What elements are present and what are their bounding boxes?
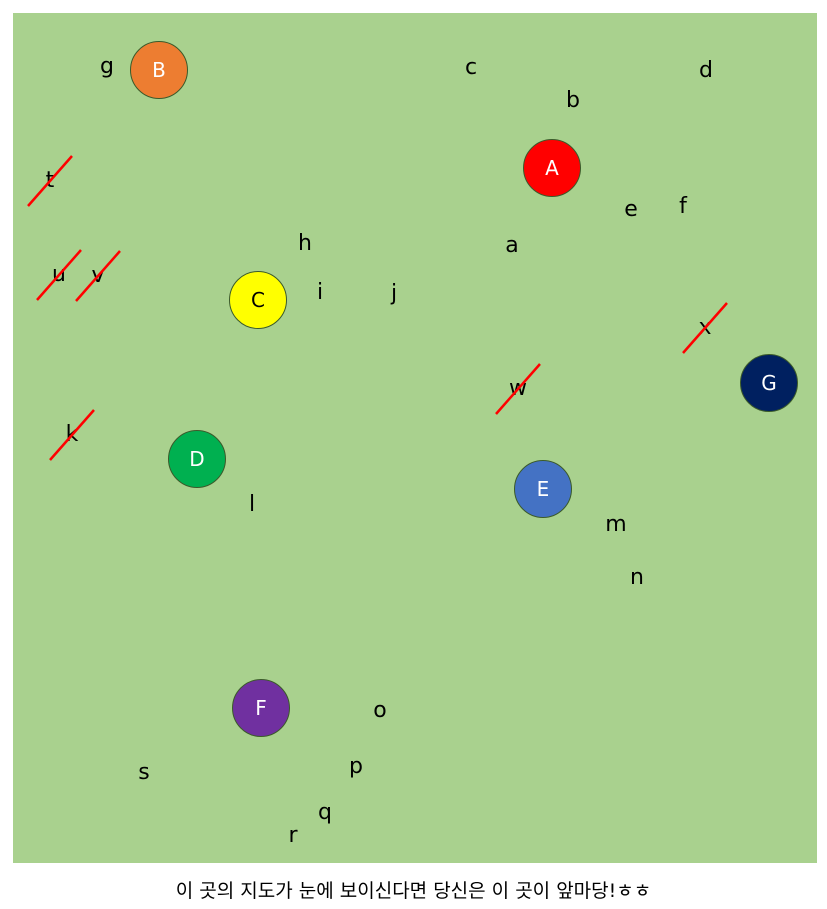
letter-s: s	[138, 760, 150, 785]
letter-h: h	[298, 231, 312, 256]
letter-f: f	[679, 194, 687, 219]
letter-v: v	[91, 263, 105, 288]
letter-g: g	[100, 54, 114, 79]
map-area	[13, 13, 817, 863]
letter-t: t	[45, 168, 55, 193]
letter-a: a	[505, 233, 519, 258]
letter-i: i	[316, 280, 324, 305]
node-b: B	[130, 41, 188, 99]
node-a: A	[523, 139, 581, 197]
letter-x: x	[698, 315, 712, 340]
letter-b: b	[566, 88, 580, 113]
letter-q: q	[318, 800, 332, 825]
letter-o: o	[373, 698, 387, 723]
letter-n: n	[630, 565, 644, 590]
letter-u: u	[52, 262, 66, 287]
letter-c: c	[464, 55, 478, 80]
letter-j: j	[390, 281, 398, 306]
letter-l: l	[248, 492, 256, 517]
node-f: F	[232, 679, 290, 737]
node-e: E	[514, 460, 572, 518]
letter-k: k	[65, 422, 79, 447]
node-c: C	[229, 271, 287, 329]
caption: 이 곳의 지도가 눈에 보이신다면 당신은 이 곳이 앞마당!ㅎㅎ	[175, 880, 652, 902]
letter-r: r	[288, 823, 298, 848]
node-g: G	[740, 354, 798, 412]
letter-e: e	[624, 197, 638, 222]
node-d: D	[168, 430, 226, 488]
letter-d: d	[699, 58, 713, 83]
letter-w: w	[509, 376, 527, 401]
letter-m: m	[605, 512, 627, 537]
letter-p: p	[349, 754, 363, 779]
